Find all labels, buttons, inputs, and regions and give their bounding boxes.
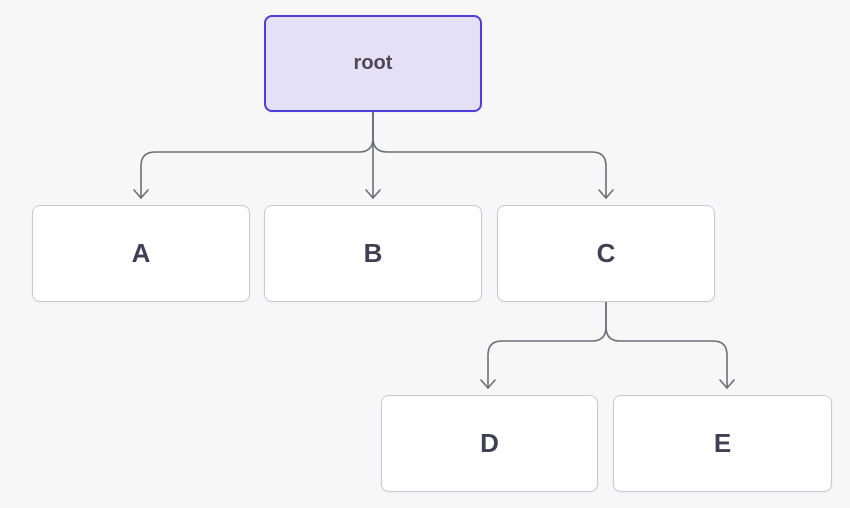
arrowhead-to-a-icon <box>133 189 149 199</box>
node-root[interactable]: root <box>264 15 482 112</box>
node-b-label: B <box>363 238 383 268</box>
node-c-label: C <box>596 238 616 268</box>
node-c[interactable]: C <box>497 205 715 302</box>
edge-root-to-c <box>372 111 607 199</box>
node-b[interactable]: B <box>264 205 482 302</box>
arrowhead-to-d-icon <box>480 379 496 389</box>
edge-c-to-d <box>487 301 607 389</box>
arrowhead-to-b-icon <box>365 189 381 199</box>
node-d[interactable]: D <box>381 395 598 492</box>
edge-root-to-a <box>140 111 374 199</box>
node-a-label: A <box>131 238 151 268</box>
arrowhead-to-e-icon <box>719 379 735 389</box>
arrowhead-to-c-icon <box>598 189 614 199</box>
node-e-label: E <box>713 428 732 458</box>
node-d-label: D <box>480 428 499 458</box>
node-a[interactable]: A <box>32 205 250 302</box>
node-e[interactable]: E <box>613 395 832 492</box>
node-root-label: root <box>353 52 393 74</box>
edge-c-to-e <box>605 301 728 389</box>
